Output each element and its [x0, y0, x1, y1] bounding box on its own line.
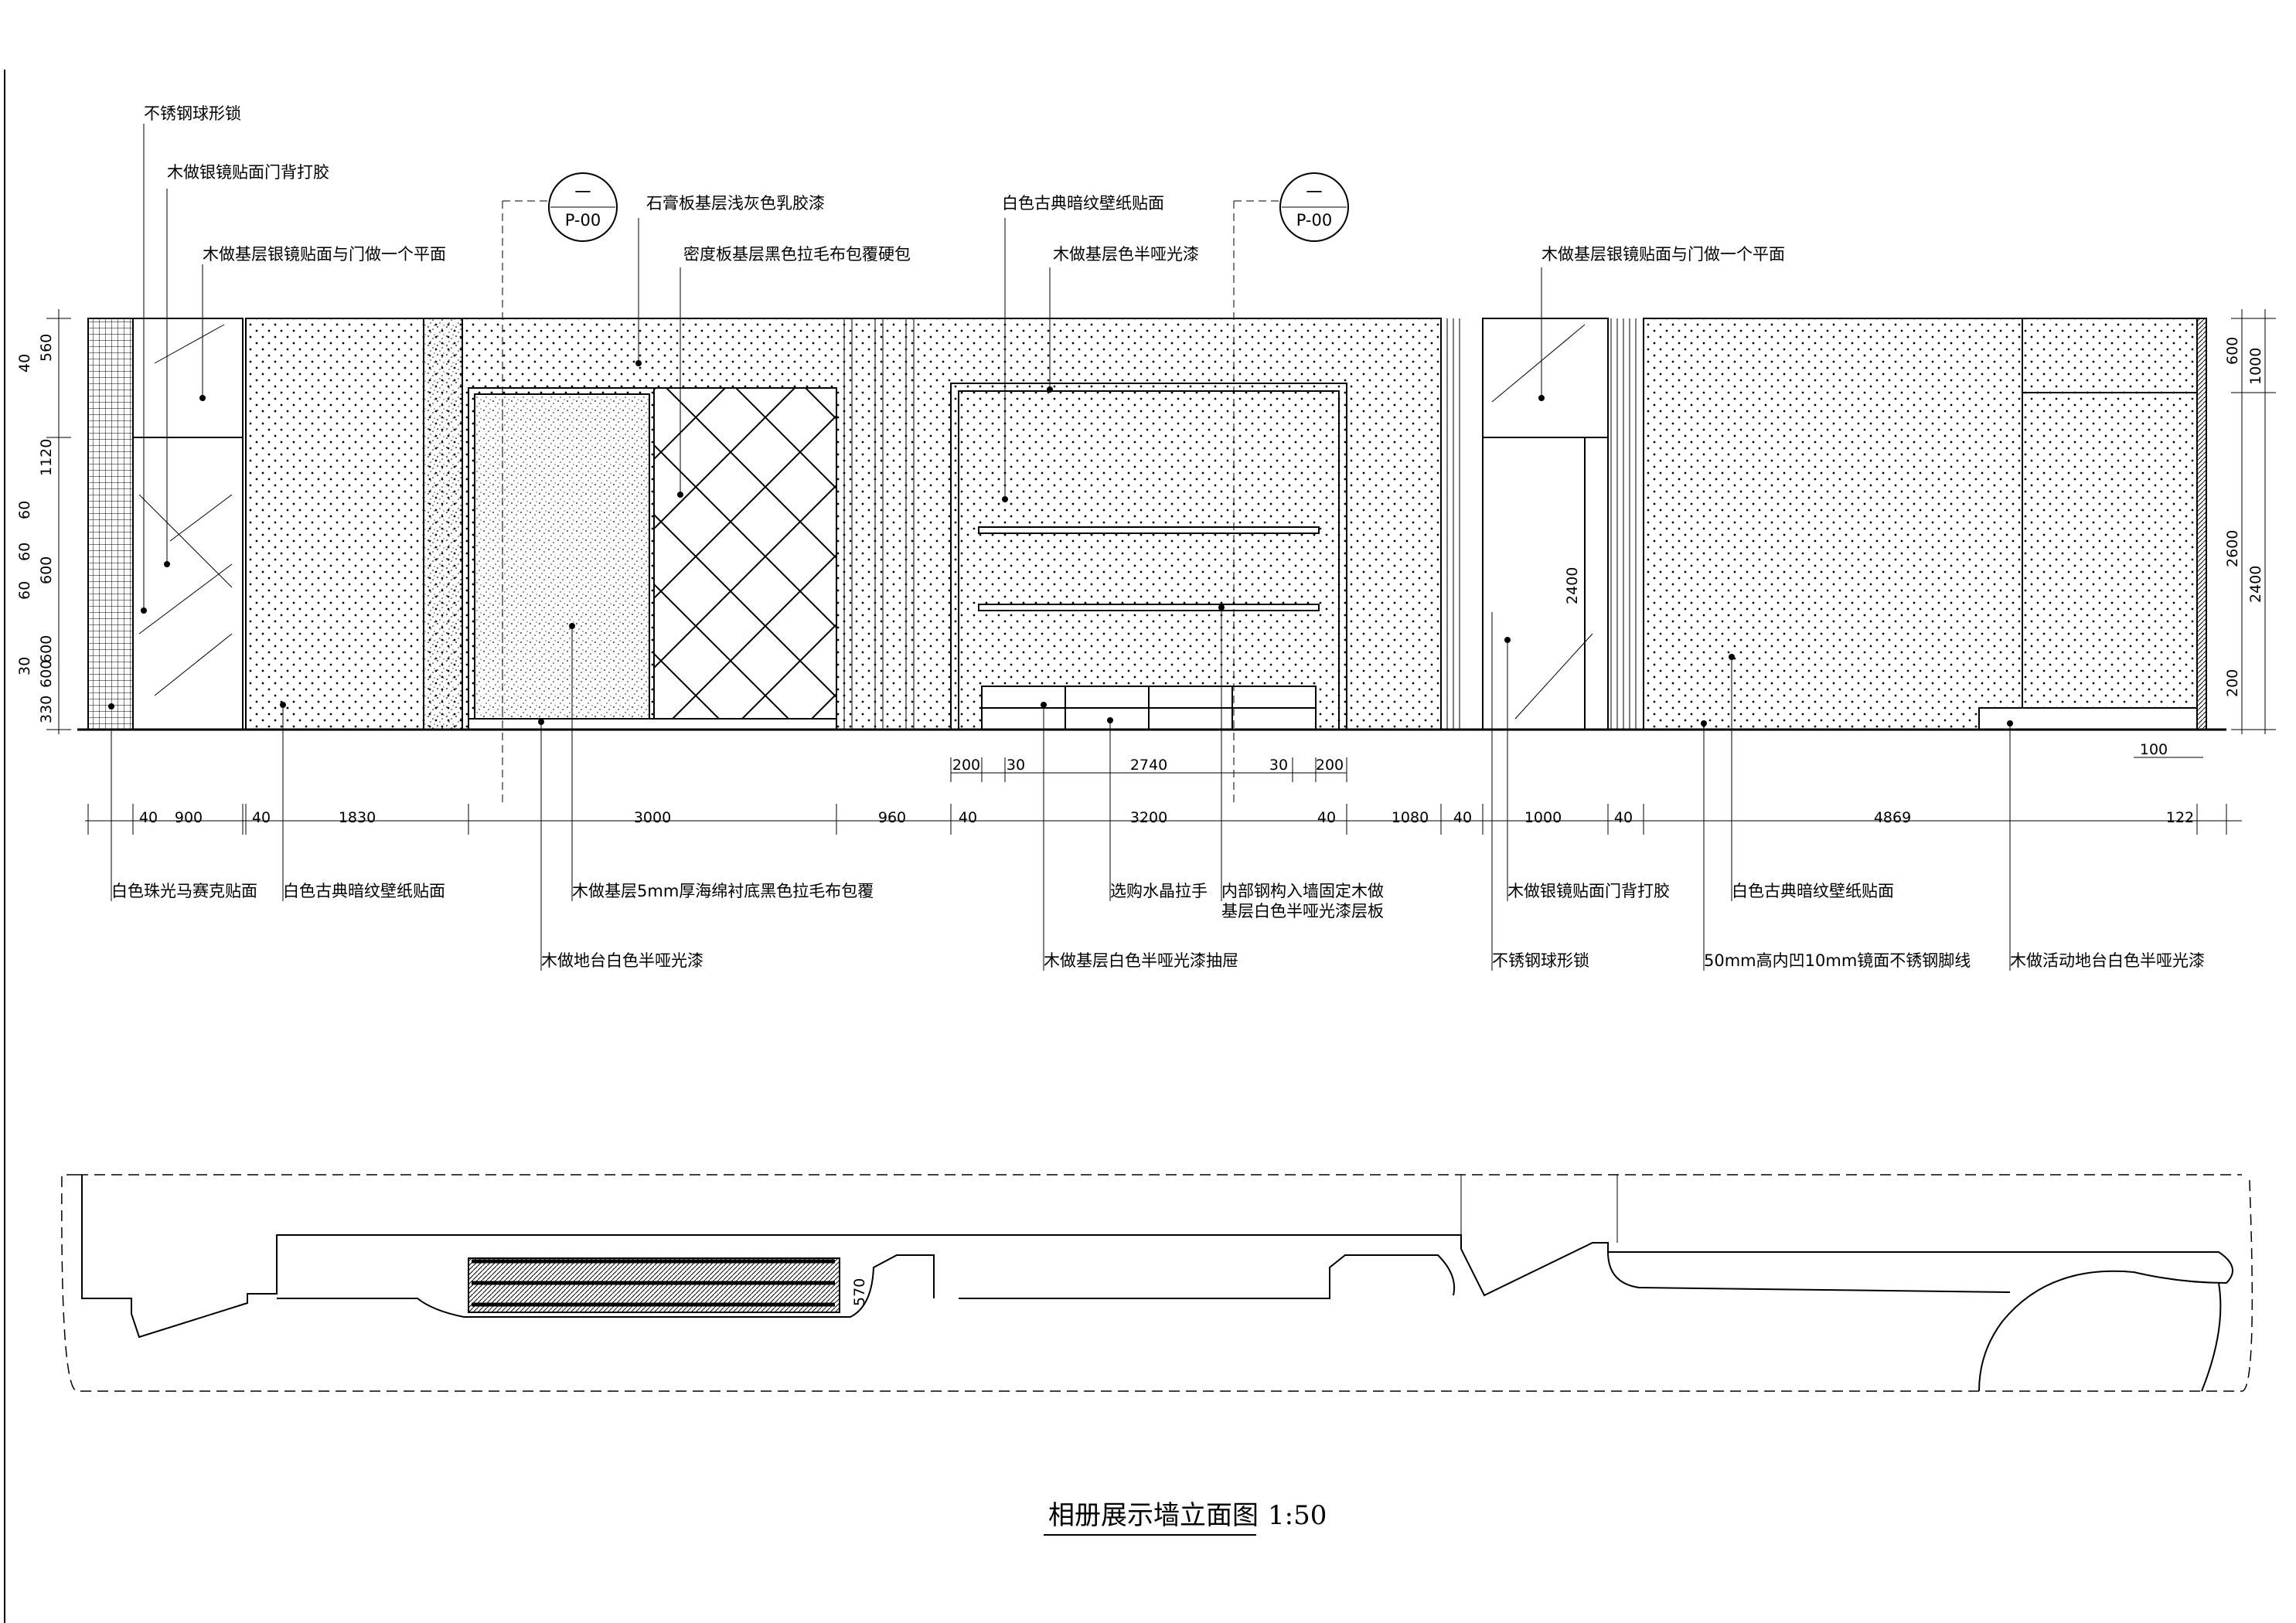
elevation [77, 318, 2226, 731]
dim-c-1: 200 [952, 757, 980, 774]
dim-b-12: 1000 [1524, 809, 1562, 826]
dim-b-5: 3000 [634, 809, 671, 826]
bottom-label-6: 木做基层白色半哑光漆抽屉 [1044, 951, 1238, 970]
dim-l-8: 600 [38, 635, 55, 663]
dim-c-2: 30 [1007, 757, 1025, 774]
top-label-8: 木做基层银镜贴面与门做一个平面 [1541, 245, 1785, 264]
dimension-values-cabinet: 200 30 2740 30 200 [952, 757, 1344, 774]
dim-l-11: 330 [38, 696, 55, 723]
bottom-label-10: 不锈钢球形锁 [1492, 951, 1589, 970]
section-marker-1-top: 一 [575, 183, 591, 202]
dimension-values-bottom: 40 900 40 1830 3000 960 40 3200 40 1080 … [139, 809, 2194, 826]
bottom-label-9: 木做银镜贴面门背打胶 [1507, 882, 1670, 900]
dim-b-10: 1080 [1392, 809, 1429, 826]
wallpaper-field-2 [1643, 318, 2198, 730]
top-label-4: 石膏板基层浅灰色乳胶漆 [646, 194, 825, 213]
bottom-label-3: 木做基层5mm厚海绵衬底黑色拉毛布包覆 [572, 882, 874, 900]
dim-l-2: 560 [38, 334, 55, 362]
bottom-label-2: 白色古典暗纹壁纸贴面 [283, 882, 445, 900]
dim-b-13: 40 [1614, 809, 1633, 826]
mirror-panel-left [132, 318, 244, 730]
bottom-label-11: 白色古典暗纹壁纸贴面 [1732, 882, 1894, 900]
dimension-chain-cabinet [950, 757, 1347, 782]
bottom-callouts [111, 607, 2011, 971]
dimension-chain-left [46, 309, 71, 734]
section-marker-1: 一 P-00 [502, 172, 618, 804]
section-marker-1-bottom: P-00 [565, 211, 601, 230]
dim-r-2: 1000 [2247, 348, 2264, 385]
section-marker-2: 一 P-00 [1233, 172, 1349, 804]
bottom-label-5: 选购水晶拉手 [1110, 882, 1208, 900]
dim-b-7: 40 [959, 809, 977, 826]
dim-b-11: 40 [1453, 809, 1472, 826]
mirror-door-right [1482, 318, 1609, 730]
bottom-label-12: 50mm高内凹10mm镜面不锈钢脚线 [1704, 951, 1971, 970]
drawing-scale: 1:50 [1268, 1500, 1327, 1531]
dim-c-4: 30 [1269, 757, 1288, 774]
dim-r-1: 600 [2224, 337, 2241, 365]
section-marker-2-top: 一 [1306, 183, 1323, 202]
top-label-5: 密度板基层黑色拉毛布包覆硬包 [683, 245, 911, 264]
dim-b-8: 3200 [1130, 809, 1167, 826]
dim-b-3: 40 [252, 809, 271, 826]
dim-l-10: 600 [38, 660, 55, 688]
top-callouts [143, 124, 1542, 611]
plan-view [61, 1174, 2253, 1392]
dim-b-2: 900 [175, 809, 203, 826]
top-labels: 不锈钢球形锁 木做银镜贴面门背打胶 木做基层银镜贴面与门做一个平面 石膏板基层浅… [144, 104, 1785, 264]
dimension-values-left: 40 560 1120 60 60 600 60 600 30 600 330 [16, 334, 55, 723]
dim-l-6: 600 [38, 556, 55, 584]
dim-plan-570: 570 [851, 1278, 868, 1306]
shelf-lower [978, 604, 1320, 611]
dimension-chain-bottom [85, 804, 2242, 835]
dim-c-5: 200 [1316, 757, 1344, 774]
bottom-labels: 白色珠光马赛克贴面 白色古典暗纹壁纸贴面 木做基层5mm厚海绵衬底黑色拉毛布包覆… [111, 882, 2205, 970]
top-label-2: 木做银镜贴面门背打胶 [167, 163, 329, 182]
top-label-7: 木做基层色半哑光漆 [1053, 245, 1199, 264]
bottom-label-1: 白色珠光马赛克贴面 [111, 882, 257, 900]
bottom-label-4: 木做地台白色半哑光漆 [541, 951, 703, 970]
dimension-chain-right [2231, 309, 2276, 734]
bottom-label-8: 基层白色半哑光漆层板 [1221, 902, 1384, 920]
dim-l-3: 1120 [38, 439, 55, 476]
bottom-label-7: 内部钢构入墙固定木做 [1221, 882, 1384, 900]
bottom-label-13: 木做活动地台白色半哑光漆 [2010, 951, 2205, 970]
dim-c-3: 2740 [1130, 757, 1167, 774]
dim-r-3: 2600 [2224, 530, 2241, 567]
dim-inner-2400: 2400 [1564, 567, 1581, 604]
dim-l-1: 40 [16, 354, 33, 373]
top-label-1: 不锈钢球形锁 [144, 104, 241, 123]
dimension-small-right: 100 [2134, 741, 2203, 758]
dim-b-1: 40 [139, 809, 158, 826]
dim-r-4: 2400 [2247, 566, 2264, 603]
dim-l-5: 60 [16, 581, 33, 600]
top-label-6: 白色古典暗纹壁纸贴面 [1002, 194, 1164, 213]
drawing-title: 相册展示墙立面图 1:50 [1044, 1500, 1327, 1536]
dim-l-9: 30 [16, 657, 33, 675]
dim-b-14: 4869 [1874, 809, 1911, 826]
section-marker-2-bottom: P-00 [1296, 211, 1333, 230]
dim-l-7: 60 [16, 543, 33, 561]
dim-b-6: 960 [878, 809, 906, 826]
top-label-3: 木做基层银镜贴面与门做一个平面 [203, 245, 446, 264]
dim-b-15: 122 [2166, 809, 2194, 826]
dimension-values-right: 600 1000 2600 2400 200 [2224, 337, 2264, 697]
dim-b-4: 1830 [339, 809, 376, 826]
dim-r-5: 200 [2224, 669, 2241, 697]
dim-b-9: 40 [1317, 809, 1336, 826]
drawing-title-text: 相册展示墙立面图 [1048, 1500, 1259, 1531]
platform [468, 718, 837, 730]
dim-l-4: 60 [16, 501, 33, 519]
mosaic-panel [87, 318, 134, 730]
shelf-upper [978, 526, 1320, 534]
dim-100: 100 [2140, 741, 2168, 758]
